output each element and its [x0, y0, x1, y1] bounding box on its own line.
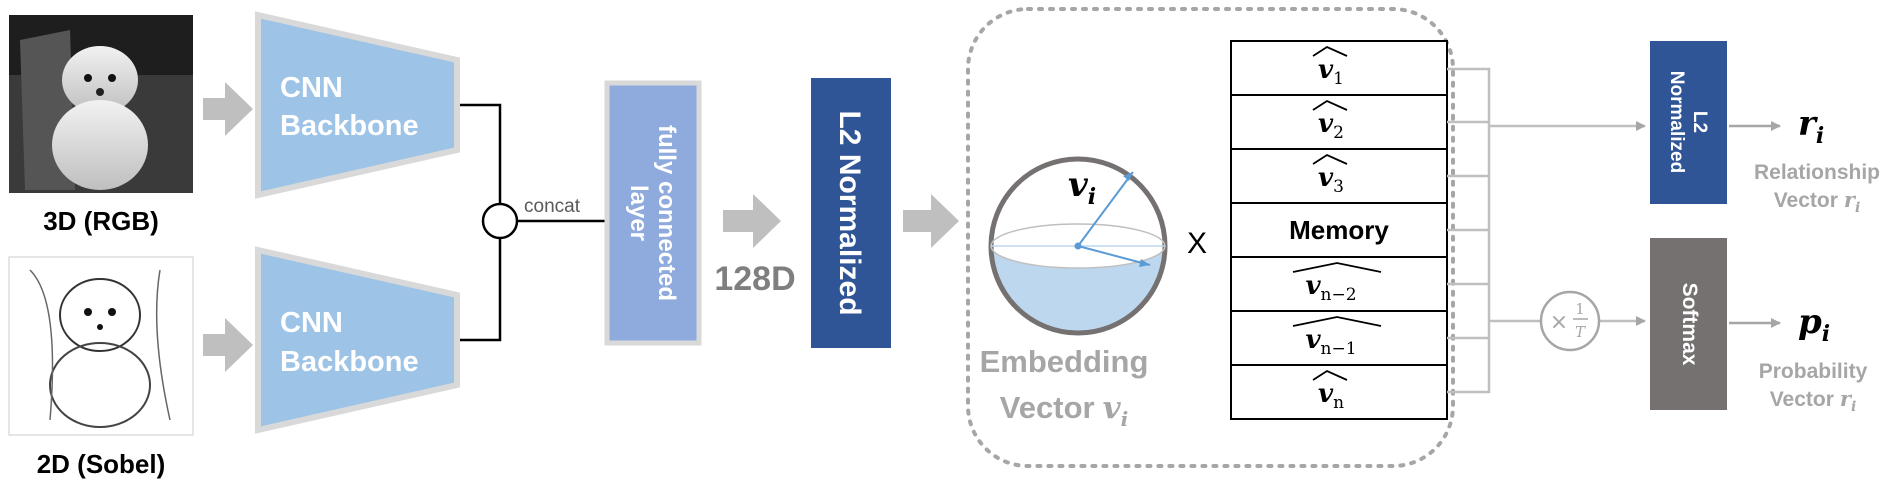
multiply-sign: X [1187, 227, 1207, 260]
embedding-sphere [988, 156, 1168, 336]
l2-small-line2: Normalized [1666, 71, 1687, 173]
memory-row [1230, 310, 1448, 366]
memory-vector-entry: vn−1 [1305, 325, 1356, 359]
arrow-l2-to-embedding [903, 194, 959, 248]
memory-vector-entry: vn [1318, 379, 1344, 413]
arrow-rgb-to-backbone [203, 82, 253, 136]
relationship-symbol: ri [1798, 104, 1824, 149]
hat-accent [1312, 45, 1348, 57]
softmax-label: Softmax [1678, 283, 1701, 366]
cnn-backbone-bottom: CNN Backbone [255, 246, 460, 434]
l2-normalized-label: L2 Normalized [833, 110, 866, 315]
backbone-bottom-line1: CNN [280, 307, 343, 339]
embedding-symbol: vi [1068, 165, 1096, 210]
memory-vector-entry: v3 [1318, 163, 1344, 197]
l2-small-line1: L2 [1689, 111, 1710, 133]
hat-accent [1312, 369, 1348, 381]
backbone-top-line1: CNN [280, 72, 343, 104]
hat-accent [1312, 153, 1348, 165]
memory-row [1230, 94, 1448, 150]
relationship-caption-line1: Relationship [1754, 161, 1880, 184]
fc-label-line2: layer [625, 185, 652, 241]
temperature-scaling: × 1 T [1539, 290, 1601, 352]
temp-denominator: T [1575, 323, 1586, 341]
memory-label: Memory [1289, 215, 1389, 245]
sobel-input-label: 2D (Sobel) [37, 449, 166, 479]
backbone-top-line2: Backbone [280, 110, 419, 142]
concat-connector [460, 103, 605, 342]
l2-normalized-small-block: L2 Normalized [1650, 41, 1727, 204]
sobel-dog-image [8, 256, 194, 436]
rgb-dog-image [9, 15, 193, 193]
l2-normalized-block: L2 Normalized [811, 78, 891, 348]
cnn-backbone-top: CNN Backbone [255, 11, 460, 199]
memory-output-bracket [1447, 67, 1646, 394]
memory-vector-entry: v1 [1318, 55, 1344, 89]
arrow-sobel-to-backbone [203, 318, 253, 372]
embedding-memory-container [966, 7, 1455, 468]
dim-label: 128D [714, 260, 795, 298]
hat-accent [1292, 316, 1382, 327]
softmax-block: Softmax [1650, 238, 1727, 410]
backbone-bottom-line2: Backbone [280, 346, 419, 378]
hat-accent [1292, 262, 1382, 273]
temp-numerator: 1 [1575, 300, 1585, 318]
memory-row [1230, 364, 1448, 420]
hat-accent [1312, 99, 1348, 111]
times-symbol: × [1550, 310, 1568, 335]
probability-caption-line1: Probability [1759, 360, 1868, 383]
embedding-caption-line1: Embedding [980, 344, 1149, 379]
probability-symbol: pi [1798, 302, 1830, 347]
fully-connected-layer: fully connected layer [604, 80, 702, 346]
rgb-input-label: 3D (RGB) [43, 206, 159, 236]
output-arrows [1729, 121, 1781, 328]
memory-vector-entry: v2 [1318, 109, 1344, 143]
concat-label: concat [524, 196, 581, 217]
fc-label-line1: fully connected [653, 125, 680, 301]
arrow-fc-to-l2 [723, 194, 781, 248]
memory-row [1230, 256, 1448, 312]
memory-vector-entry: vn−2 [1305, 271, 1356, 305]
